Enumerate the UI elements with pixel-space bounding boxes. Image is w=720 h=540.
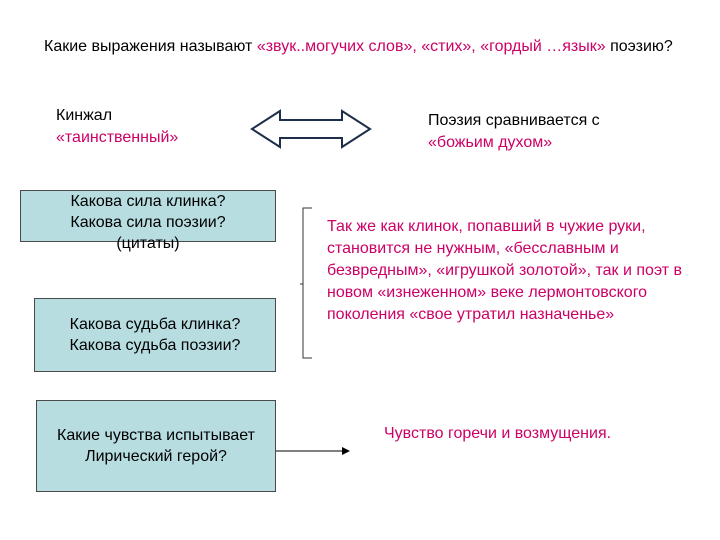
box-blade-strength: Какова сила клинка? Какова сила поэзии? … <box>20 190 276 252</box>
box-blade-fate: Какова судьба клинка? Какова судьба поэз… <box>34 298 276 372</box>
feeling-text: Чувство горечи и возмущения. <box>384 425 612 442</box>
answer-text: Так же как клинок, попавший в чужие руки… <box>327 218 683 323</box>
box3-line1: Какие чувства испытывает <box>57 427 255 444</box>
poetry-label: Поэзия сравнивается с «божьим духом» <box>428 110 600 154</box>
poetry-line2: «божьим духом» <box>428 134 553 151</box>
box3-line2: Лирический герой? <box>85 448 227 465</box>
bracket-connector <box>302 207 312 359</box>
dagger-label: Кинжал «таинственный» <box>56 105 178 149</box>
feeling-arrow-head-icon <box>342 447 350 455</box>
double-arrow-icon <box>250 109 372 149</box>
box1-line2: Какова сила поэзии? <box>70 214 226 231</box>
dagger-line2: «таинственный» <box>56 129 179 146</box>
box1-line1: Какова сила клинка? <box>70 193 226 210</box>
box2-line2: Какова судьба поэзии? <box>69 337 241 354</box>
box2-line1: Какова судьба клинка? <box>69 316 241 333</box>
box-hero-feelings: Какие чувства испытывает Лирический геро… <box>36 400 276 492</box>
box1-line3: (цитаты) <box>116 235 180 252</box>
question-highlight: «звук..могучих слов», «стих», «гордый …я… <box>256 38 606 55</box>
question-prefix: Какие выражения называют <box>44 38 257 55</box>
dagger-line1: Кинжал <box>56 107 113 124</box>
poetry-line1: Поэзия сравнивается с <box>428 112 600 129</box>
question-suffix: поэзию? <box>605 38 673 55</box>
question-text: Какие выражения называют «звук..могучих … <box>44 36 704 58</box>
